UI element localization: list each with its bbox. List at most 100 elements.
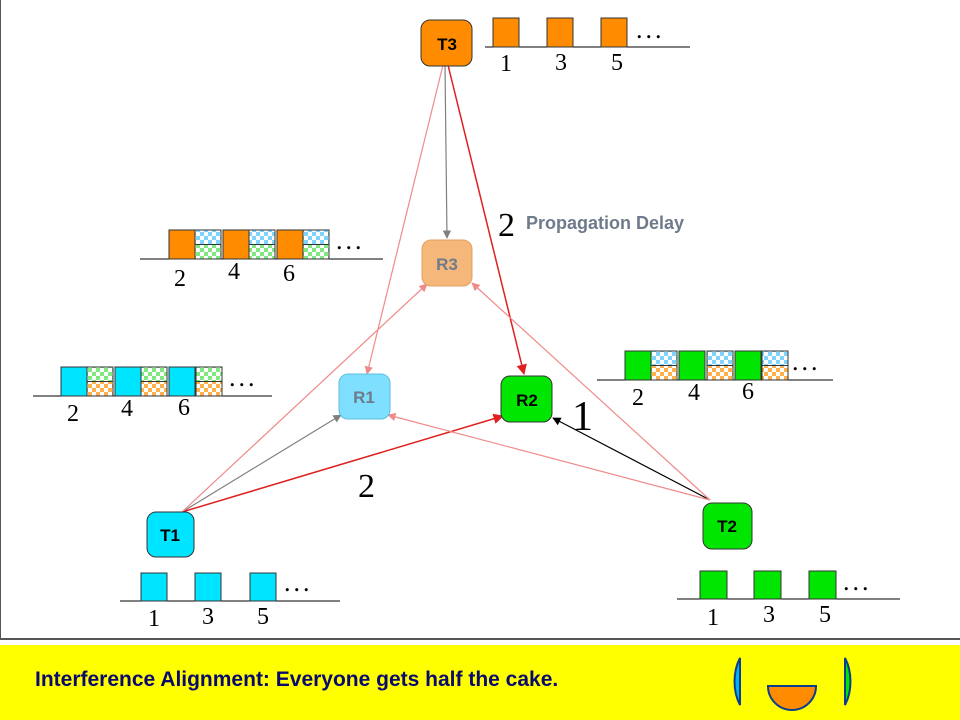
packet-t2-5	[808, 570, 837, 600]
slot-t2-1: 3	[763, 602, 775, 628]
link-t1-r3	[181, 283, 428, 513]
packet-r1-mix-2b	[86, 381, 114, 397]
packet-t3-3	[546, 17, 574, 48]
slot-t3-1: 3	[555, 50, 567, 76]
blue-half-cake-icon	[733, 657, 741, 706]
slot-r1-1: 4	[121, 396, 133, 422]
packet-r2-mix-4a	[706, 350, 734, 366]
node-r1: R1	[338, 373, 391, 420]
packet-t1-3	[194, 572, 222, 602]
slot-r3-1: 4	[228, 259, 240, 285]
packet-r3-mix-2b	[194, 244, 222, 260]
packet-t1-1	[140, 572, 168, 602]
sequence-t1: ... 1 3 5	[120, 568, 340, 632]
node-r2: R2	[500, 375, 553, 423]
packet-t2-3	[753, 570, 782, 600]
packet-r2-mix-2a	[650, 350, 678, 366]
link-t1-r2	[181, 413, 505, 513]
packet-r3-orange-3	[222, 229, 250, 260]
dots-t1: ...	[284, 568, 313, 597]
packet-r2-mix-6b	[761, 365, 789, 381]
packet-r1-blue-1	[60, 366, 88, 397]
packet-r3-mix-2a	[194, 229, 222, 245]
packet-t3-5	[600, 17, 628, 48]
packet-r3-mix-6b	[302, 244, 330, 260]
packet-r2-mix-6a	[761, 350, 789, 366]
packet-r2-mix-2b	[650, 365, 678, 381]
sequence-r2: ... 2 4 6	[597, 347, 833, 411]
slot-t1-2: 5	[257, 604, 269, 630]
node-r3: R3	[421, 239, 473, 287]
link-t3-r3	[442, 64, 452, 239]
slot-r3-0: 2	[174, 266, 186, 292]
link-t2-r2	[552, 417, 711, 501]
packet-t2-1	[699, 570, 728, 600]
slot-r1-0: 2	[67, 401, 79, 427]
link-t2-r1	[387, 412, 711, 501]
packet-r3-mix-6a	[302, 229, 330, 245]
dots-r1: ...	[229, 363, 258, 392]
packet-r2-mix-4b	[706, 365, 734, 381]
slot-t2-2: 5	[819, 602, 831, 628]
packet-r2-green-3	[678, 350, 706, 381]
node-t1-label: T1	[160, 526, 180, 545]
delay-t1-r2-number: 2	[358, 468, 375, 505]
slot-t3-2: 5	[611, 50, 623, 76]
link-t1-r1	[181, 414, 342, 513]
slot-r2-2: 6	[742, 379, 754, 405]
node-t1: T1	[146, 511, 195, 558]
cake-icons	[733, 657, 852, 711]
slot-t1-0: 1	[148, 606, 160, 632]
slot-t3-0: 1	[500, 51, 512, 77]
node-t2-label: T2	[717, 517, 737, 536]
propagation-delay-label: Propagation Delay	[526, 213, 684, 233]
packet-t1-5	[249, 572, 277, 602]
packet-r1-blue-5	[168, 366, 196, 397]
sequence-r3: ... 2 4 6	[140, 226, 383, 292]
sequence-t3: ... 1 3 5	[485, 15, 690, 77]
sequence-t2: ... 1 3 5	[677, 567, 900, 631]
frame-left-border	[0, 0, 1, 640]
packet-t3-1	[492, 17, 520, 48]
slot-r2-1: 4	[688, 380, 700, 406]
dots-t2: ...	[843, 567, 872, 596]
link-t3-r2	[447, 64, 527, 376]
links	[181, 64, 711, 513]
link-t3-r1	[364, 64, 444, 375]
packet-r3-orange-1	[168, 229, 196, 260]
footer-bar	[0, 645, 960, 720]
node-t2: T2	[702, 502, 753, 550]
packet-r1-mix-4b	[140, 381, 168, 397]
network-diagram: T3 R3 R1 R2 T1 T2 2 Propagation Delay 1 …	[33, 15, 900, 632]
packet-r1-mix-2a	[86, 366, 114, 382]
slot-r3-2: 6	[283, 261, 295, 287]
packet-r1-blue-3	[114, 366, 142, 397]
packet-r2-green-5	[734, 350, 762, 381]
packet-r1-mix-6b	[195, 381, 223, 397]
node-r1-label: R1	[353, 388, 375, 407]
dots-r3: ...	[336, 226, 365, 255]
frame-bottom-border	[0, 638, 960, 640]
packet-r3-mix-4a	[248, 229, 276, 245]
delay-t3-r2-number: 2	[498, 207, 515, 244]
slot-t1-1: 3	[202, 604, 214, 630]
slot-r2-0: 2	[632, 385, 644, 411]
packet-r1-mix-6a	[195, 366, 223, 382]
node-r2-label: R2	[516, 391, 538, 410]
delay-t2-r2-number: 1	[572, 394, 593, 440]
slot-r1-2: 6	[178, 395, 190, 421]
dots-t3: ...	[636, 15, 665, 44]
slot-t2-0: 1	[707, 605, 719, 631]
packet-r1-mix-4a	[140, 366, 168, 382]
node-t3-label: T3	[437, 35, 457, 54]
sequence-r1: ... 2 4 6	[33, 363, 272, 427]
packet-r3-orange-5	[276, 229, 304, 260]
green-half-cake-icon	[844, 657, 852, 706]
node-r3-label: R3	[436, 255, 458, 274]
node-t3: T3	[420, 19, 473, 67]
orange-half-cake-icon	[766, 685, 818, 711]
packet-r2-green-1	[624, 350, 652, 381]
slide-caption: Interference Alignment: Everyone gets ha…	[35, 668, 559, 691]
link-t2-r3	[471, 282, 711, 501]
